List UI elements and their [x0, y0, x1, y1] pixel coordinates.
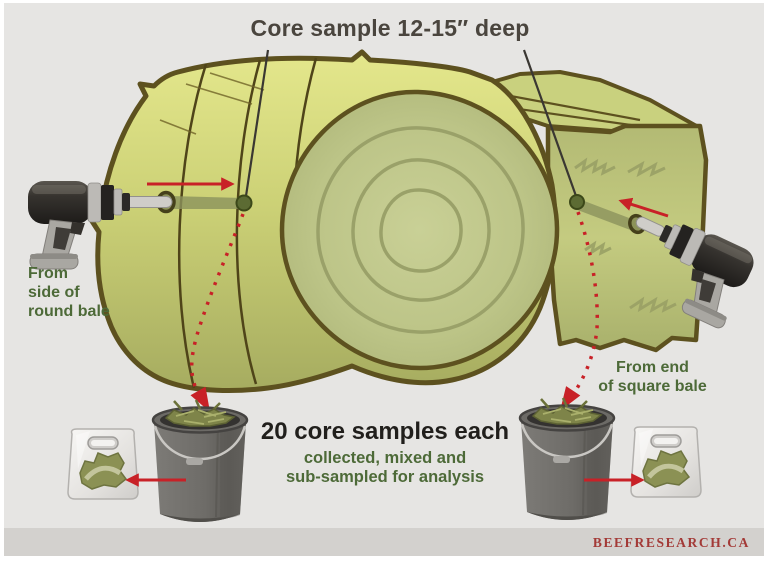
core-sampler-tube-left [123, 190, 253, 214]
sample-bag-left [68, 429, 138, 499]
core-end-dot-left [235, 194, 253, 212]
round-bale [87, 49, 560, 393]
brand-text: BEEFRESEARCH.CA [592, 535, 750, 550]
dotted-sample-path-left [190, 213, 245, 412]
insertion-arrow-right [618, 197, 669, 218]
footer-bar: BEEFRESEARCH.CA [4, 528, 764, 556]
leader-line-right [522, 49, 578, 197]
sample-bag-right [631, 427, 701, 497]
leader-line-left [244, 49, 270, 197]
label-round-bale: From side of round bale [28, 265, 110, 320]
label-square-bale: From end of square bale [598, 359, 707, 395]
summary-subline: collected, mixed and sub-sampled for ana… [285, 449, 485, 486]
core-end-dot-right [569, 194, 585, 210]
core-sampler-tube-right [569, 194, 666, 237]
summary-headline: 20 core samples each [260, 418, 510, 445]
diagram-title: Core sample 12-15″ deep [250, 15, 530, 41]
